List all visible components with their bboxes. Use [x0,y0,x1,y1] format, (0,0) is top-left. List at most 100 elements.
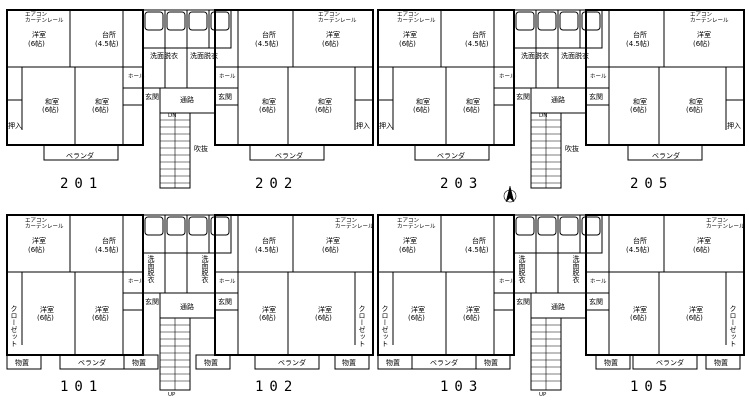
room-size: (6帖) [259,313,276,322]
curtain-rail-label: カーテンレール [335,223,374,230]
stairwell-label: 吹抜 [194,144,208,153]
hall-label: ホール [590,278,607,285]
unit-number-202: 202 [255,176,298,192]
room-size: (6帖) [399,245,416,254]
stairwell-label: 吹抜 [565,144,579,153]
room-size: (4.5帖) [95,39,119,48]
room-size: (6帖) [42,105,59,114]
room-size: (6帖) [37,313,54,322]
closet-label: クローゼット [381,305,389,347]
room-kitchen: 台所 [472,30,486,39]
washroom-label: 洗面脱衣 [518,255,526,283]
storage-label: 物置 [386,358,400,367]
building-2f-left [6,9,374,189]
curtain-rail-label: カーテンレール [318,17,357,24]
veranda-label: ベランダ [66,151,94,160]
aircon-label: エアコン [690,11,713,18]
corridor-label: 通路 [551,95,565,104]
room-size: (6帖) [92,105,109,114]
storage-label: 物置 [342,358,356,367]
room-western: 洋室 [403,30,417,39]
room-size: (6帖) [322,39,339,48]
hall-label: ホール [219,73,236,80]
hall-label: ホール [499,73,516,80]
room-size: (6帖) [259,105,276,114]
room-western: 洋室 [697,30,711,39]
building-2f-right [377,9,745,189]
room-western: 洋室 [326,30,340,39]
room-size: (6帖) [686,313,703,322]
hall-label: ホール [499,278,516,285]
stairs-up-label: UP [539,392,547,398]
storage-label: 物置 [132,358,146,367]
room-size: (6帖) [28,245,45,254]
closet-label: クローゼット [729,305,737,347]
room-size: (4.5帖) [465,39,489,48]
room-western: 洋室 [318,305,332,314]
entrance-label: 玄関 [516,92,530,101]
storage-label: 物置 [604,358,618,367]
room-size: (6帖) [693,39,710,48]
hall-label: ホール [128,73,145,80]
curtain-rail-label: カーテンレール [690,17,729,24]
room-kitchen: 台所 [633,236,647,245]
room-japanese: 和室 [95,97,109,106]
building-1f-right [377,214,745,391]
room-kitchen: 台所 [633,30,647,39]
storage-label: 物置 [484,358,498,367]
north-arrow-icon [503,185,517,203]
room-size: (4.5帖) [626,39,650,48]
entrance-label: 玄関 [218,92,232,101]
room-size: (4.5帖) [255,39,279,48]
room-kitchen: 台所 [472,236,486,245]
room-kitchen: 台所 [262,236,276,245]
room-western: 洋室 [40,305,54,314]
room-size: (6帖) [630,313,647,322]
room-japanese: 和室 [318,97,332,106]
room-size: (6帖) [463,313,480,322]
unit-number-101: 101 [60,379,103,395]
room-western: 洋室 [262,305,276,314]
room-japanese: 和室 [416,97,430,106]
room-size: (6帖) [315,105,332,114]
room-size: (6帖) [686,105,703,114]
washroom-label: 洗面脱衣 [521,51,549,60]
room-size: (6帖) [408,313,425,322]
aircon-label: エアコン [25,217,48,224]
building-1f-left [6,214,374,391]
washroom-label: 洗面脱衣 [561,51,589,60]
room-western: 洋室 [326,236,340,245]
veranda-label: ベランダ [430,358,458,367]
room-size: (4.5帖) [626,245,650,254]
aircon-label: エアコン [318,11,341,18]
room-western: 洋室 [95,305,109,314]
closet-label: クローゼット [358,305,366,347]
room-western: 洋室 [32,30,46,39]
entrance-label: 玄関 [589,92,603,101]
curtain-rail-label: カーテンレール [25,223,64,230]
room-western: 洋室 [689,305,703,314]
veranda-label: ベランダ [656,358,684,367]
stairs-down-label: DN [168,113,176,119]
washroom-label: 洗面脱衣 [201,255,209,283]
storage-label: 物置 [15,358,29,367]
room-western: 洋室 [697,236,711,245]
aircon-label: エアコン [706,217,729,224]
veranda-label: ベランダ [652,151,680,160]
curtain-rail-label: カーテンレール [397,17,436,24]
room-western: 洋室 [466,305,480,314]
closet-label: 押入 [356,121,370,130]
room-size: (6帖) [630,105,647,114]
unit-number-105: 105 [630,379,673,395]
room-japanese: 和室 [262,97,276,106]
entrance-label: 玄関 [145,297,159,306]
room-size: (6帖) [28,39,45,48]
closet-label: 押入 [379,121,393,130]
entrance-label: 玄関 [218,297,232,306]
veranda-label: ベランダ [78,358,106,367]
aircon-label: エアコン [397,11,420,18]
curtain-rail-label: カーテンレール [25,17,64,24]
aircon-label: エアコン [335,217,358,224]
closet-label: 押入 [727,121,741,130]
room-size: (6帖) [463,105,480,114]
